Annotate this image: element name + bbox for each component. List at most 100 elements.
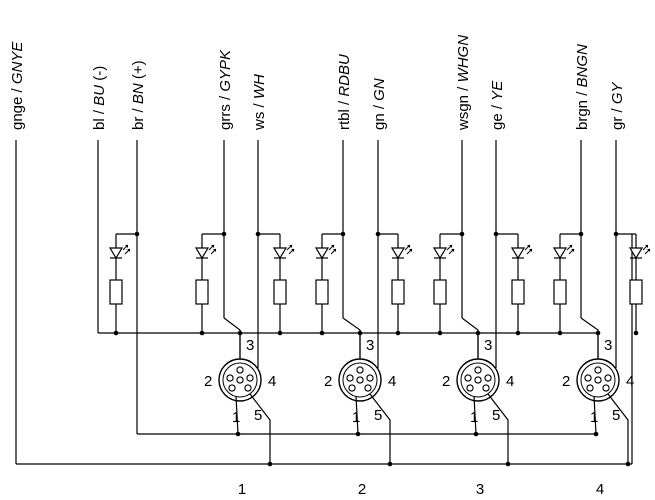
indicator-signal-b	[390, 234, 413, 336]
pin-hole	[466, 384, 474, 392]
wire-pin1	[235, 395, 239, 435]
wire-to-pin4	[461, 317, 479, 359]
pin-label: 2	[324, 373, 332, 390]
resistor-icon	[109, 279, 123, 305]
pin-hole	[594, 366, 602, 374]
junction-dot	[277, 330, 283, 336]
junction-dot	[625, 461, 631, 467]
pin-hole	[584, 374, 592, 382]
led-icon	[432, 247, 448, 260]
wire-label-abbr: ws /	[251, 99, 268, 131]
wire-label-abbr: brgn /	[574, 87, 591, 130]
pin-label: 3	[604, 337, 612, 354]
pin-hole	[594, 376, 602, 384]
pin-hole	[482, 384, 490, 392]
resistor-icon	[195, 279, 209, 305]
connector-ring	[342, 362, 378, 398]
junction-dot	[437, 330, 443, 336]
pin-hole	[586, 384, 594, 392]
pin-hole	[244, 384, 252, 392]
wire-label-color: YE	[489, 80, 506, 101]
wire-label-abbr: ge /	[489, 101, 506, 130]
wire-label: rtbl / RDBU	[336, 54, 353, 130]
junction-dot	[357, 330, 363, 336]
pin-label: 3	[366, 337, 374, 354]
wire-label-abbr: bl /	[91, 106, 108, 130]
wire-label-abbr: br /	[130, 104, 147, 130]
indicator-signal-b	[272, 234, 295, 336]
wire-label-abbr: gr /	[609, 104, 626, 130]
led-icon	[194, 247, 210, 260]
indicator-signal-a	[552, 234, 575, 336]
pin-hole	[602, 384, 610, 392]
pin-hole	[346, 374, 354, 382]
pin-label: 1	[232, 409, 240, 426]
connector-number: 4	[596, 481, 604, 498]
junction-dot	[355, 431, 361, 437]
wire-label-abbr: grrs /	[217, 92, 234, 130]
wire-label-polarity: (-)	[91, 66, 108, 85]
pin-label: 2	[442, 373, 450, 390]
wire-label-color: WHGN	[455, 35, 472, 83]
connector-ring	[460, 362, 496, 398]
junction-dot	[515, 330, 521, 336]
pin-label: 1	[470, 409, 478, 426]
wire-label-color: WH	[251, 74, 268, 99]
resistor-icon	[315, 279, 329, 305]
pin-hole	[364, 384, 372, 392]
indicator-bn	[108, 234, 131, 336]
pin-label: 4	[388, 373, 396, 390]
junction-dot	[235, 431, 241, 437]
resistor-icon	[553, 279, 567, 305]
resistor-icon	[273, 279, 287, 305]
wire-label: ge / YE	[489, 80, 506, 130]
junction-dot	[319, 330, 325, 336]
wire-to-pin4	[223, 317, 241, 359]
pin-hole	[464, 374, 472, 382]
junction-dot	[387, 461, 393, 467]
wire-layer	[15, 140, 651, 465]
wire-label-color: GNYE	[9, 41, 26, 85]
wire-label: br / BN (+)	[130, 60, 147, 130]
led-icon	[390, 247, 406, 260]
junction-dot	[395, 330, 401, 336]
junction-dot	[237, 330, 243, 336]
indicator-signal-a	[432, 234, 455, 336]
pin-label: 5	[612, 407, 620, 424]
junction-dot	[134, 231, 140, 237]
pin-hole	[356, 376, 364, 384]
indicator-signal-b	[628, 234, 651, 336]
pin-label: 4	[506, 373, 514, 390]
pin-hole	[356, 366, 364, 374]
pin-label: 3	[484, 337, 492, 354]
pin-hole	[226, 374, 234, 382]
wire-label: gnge / GNYE	[9, 41, 26, 130]
wire-pin1	[355, 395, 359, 435]
wire-label-polarity: (+)	[130, 60, 147, 83]
led-icon	[510, 247, 526, 260]
wire-label: wsgn / WHGN	[455, 35, 472, 131]
junction-dot	[633, 330, 639, 336]
junction-dot	[267, 461, 273, 467]
led-icon	[272, 247, 288, 260]
junction-dot	[505, 461, 511, 467]
connector-number: 2	[358, 481, 366, 498]
junction-dot	[475, 330, 481, 336]
wire-pin5	[607, 393, 629, 464]
junction-dot	[557, 330, 563, 336]
indicator-signal-b	[510, 234, 533, 336]
pin-label: 1	[352, 409, 360, 426]
wire-label: ws / WH	[251, 74, 268, 131]
pin-hole	[484, 374, 492, 382]
pin-hole	[246, 374, 254, 382]
wire-label: gr / GY	[609, 81, 626, 130]
indicator-signal-a	[314, 234, 337, 336]
wire-label-color: BNGN	[574, 44, 591, 88]
junction-dot	[593, 431, 599, 437]
